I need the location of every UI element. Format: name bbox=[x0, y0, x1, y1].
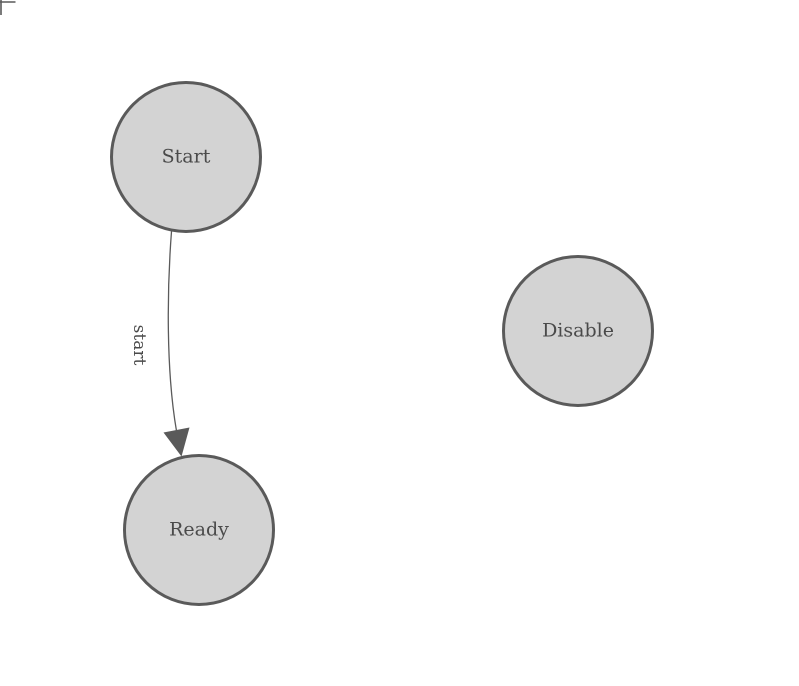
node-label-ready: Ready bbox=[169, 519, 229, 541]
edge-start-to-ready: start bbox=[129, 231, 190, 457]
edge-arrowhead-icon bbox=[163, 427, 190, 457]
edge-label: start bbox=[129, 325, 149, 366]
node-circle-disable[interactable] bbox=[502, 255, 654, 407]
node-label-disable: Disable bbox=[542, 320, 614, 342]
node-circle-ready[interactable] bbox=[123, 454, 275, 606]
state-node-disable[interactable]: Disable bbox=[502, 255, 654, 407]
canvas-corner-mark bbox=[0, 0, 16, 15]
node-circle-start[interactable] bbox=[110, 81, 262, 233]
state-node-start[interactable]: Start bbox=[110, 81, 262, 233]
node-label-start: Start bbox=[162, 146, 211, 168]
edge-path bbox=[167, 231, 178, 432]
state-node-ready[interactable]: Ready bbox=[123, 454, 275, 606]
